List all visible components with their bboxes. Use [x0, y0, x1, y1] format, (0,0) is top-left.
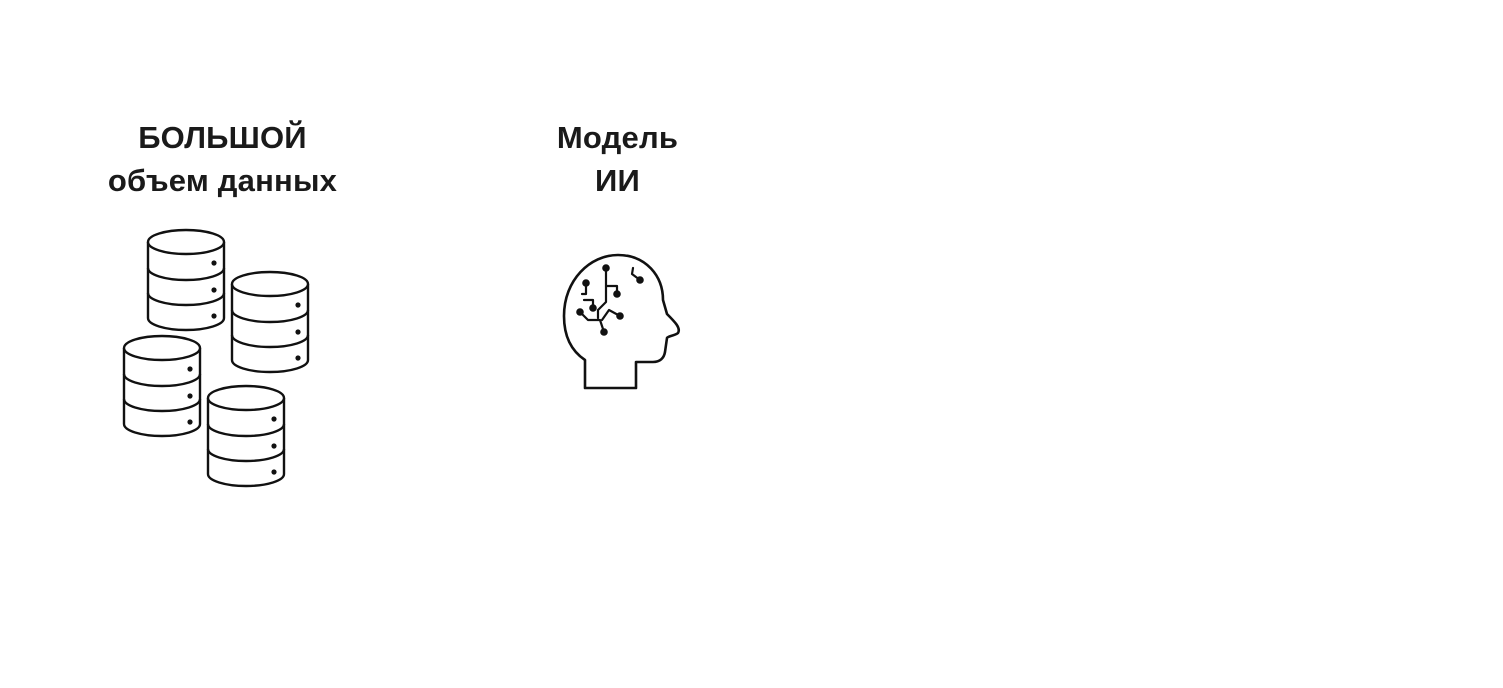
big-data-label: БОЛЬШОЙ объем данных [100, 116, 345, 202]
ai-model-title-line2: ИИ [595, 163, 640, 198]
database-cylinder-2 [230, 270, 310, 374]
database-stack-icon [122, 228, 310, 488]
ai-model-title-line1: Модель [556, 120, 679, 155]
ai-model-label: Модель ИИ [530, 116, 705, 202]
database-cylinder-3 [122, 334, 202, 438]
big-data-title-line2: объем данных [107, 163, 338, 198]
database-cylinder-4 [206, 384, 286, 488]
big-data-title-line1: БОЛЬШОЙ [138, 120, 307, 155]
ai-brain-head-icon [562, 253, 681, 390]
database-cylinder-1 [146, 228, 226, 332]
